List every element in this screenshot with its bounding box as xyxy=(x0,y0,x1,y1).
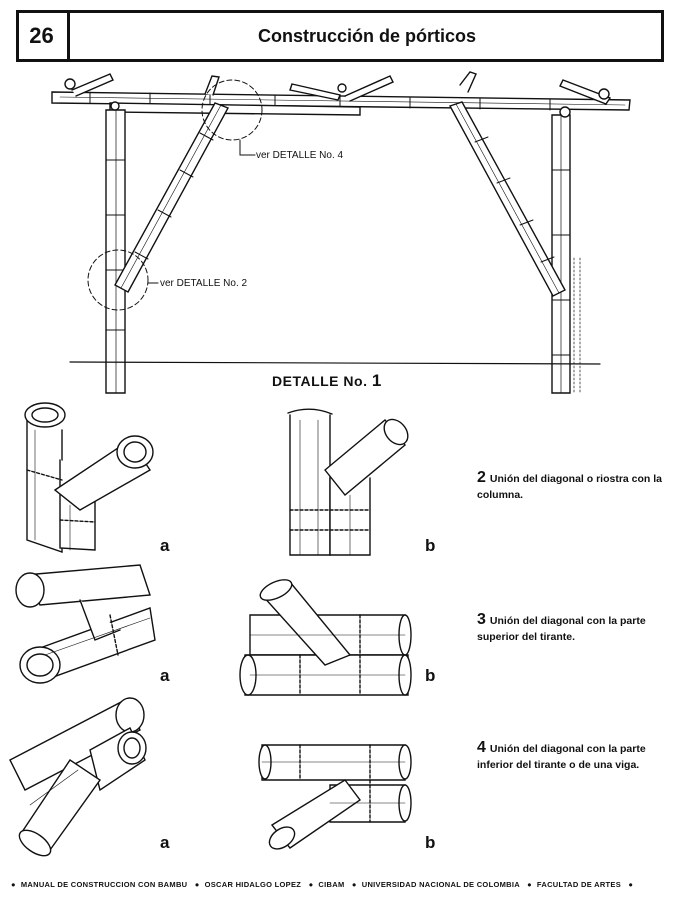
detail-4-label-b: b xyxy=(425,833,436,852)
footer-item: CIBAM xyxy=(318,880,345,889)
detail-3-label-b: b xyxy=(425,666,436,685)
header-frame xyxy=(16,10,664,62)
footer-credits: ● MANUAL DE CONSTRUCCION CON BAMBU ● OSCAR… xyxy=(6,880,674,889)
detail-2-number: 2 xyxy=(477,469,486,486)
footer-separator: ● xyxy=(194,880,200,889)
detail-1-caption-prefix: DETALLE No. xyxy=(272,373,368,389)
detail-4-text: Unión del diagonal con la parte inferior… xyxy=(477,743,646,771)
footer-separator: ● xyxy=(308,880,314,889)
detail-3a-illustration xyxy=(15,564,156,684)
footer-separator: ● xyxy=(527,880,532,889)
detail-4b-illustration xyxy=(258,744,412,850)
detail-2-text: Unión del diagonal o riostra con la colu… xyxy=(477,473,663,501)
callout-detail-4: ver DETALLE No. 4 xyxy=(256,150,344,161)
detail-2-label-b: b xyxy=(425,536,436,555)
footer-item: OSCAR HIDALGO LOPEZ xyxy=(204,880,302,889)
detail-3-text: Unión del diagonal con la parte superior… xyxy=(477,615,646,643)
footer-item: FACULTAD DE ARTES xyxy=(536,880,622,889)
page-number: 26 xyxy=(16,10,70,62)
portal-frame-illustration xyxy=(51,71,631,394)
detail-1-caption: DETALLE No. 1 xyxy=(272,371,382,391)
detail-3-number: 3 xyxy=(477,611,486,628)
detail-1-caption-number: 1 xyxy=(371,371,382,390)
detail-4-label-a: a xyxy=(160,833,170,852)
footer-separator: ● xyxy=(351,880,357,889)
page-title: Construcción de pórticos xyxy=(257,25,477,46)
detail-2-label-a: a xyxy=(160,536,170,555)
detail-3b-illustration xyxy=(239,579,412,696)
callout-detail-2: ver DETALLE No. 2 xyxy=(160,278,248,289)
detail-2a-illustration xyxy=(24,402,154,553)
footer-separator: ● xyxy=(11,880,16,889)
detail-4-number: 4 xyxy=(477,739,486,756)
footer-item: UNIVERSIDAD NACIONAL DE COLOMBIA xyxy=(361,880,520,889)
detail-4a-illustration xyxy=(9,697,147,857)
detail-2b-illustration xyxy=(287,408,409,556)
detail-3-label-a: a xyxy=(160,666,170,685)
footer-item: MANUAL DE CONSTRUCCION CON BAMBU xyxy=(20,880,188,889)
footer-separator: ● xyxy=(628,880,634,889)
